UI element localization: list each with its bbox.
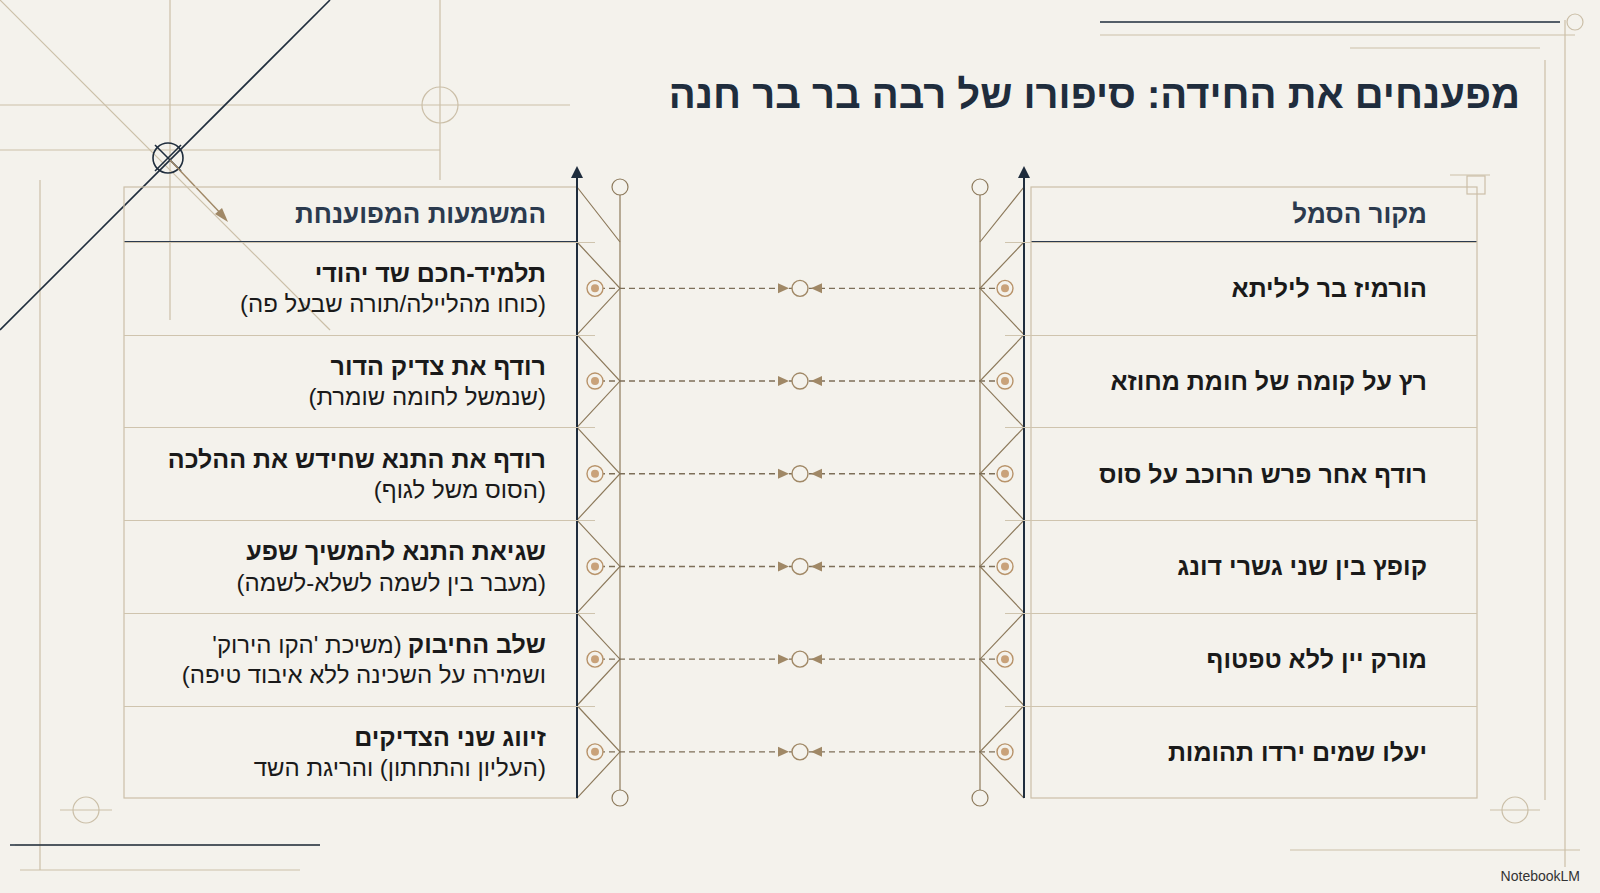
dashed-connector xyxy=(587,651,1013,667)
row-text: קופץ בין שני גשרי דונג xyxy=(1177,551,1427,582)
row-text: שלב החיבוק(משיכת 'הקו הירוק' ושמירה על ה… xyxy=(164,629,546,690)
row-title: שגיאת התנא להמשיך שפע xyxy=(246,537,546,565)
table-row: יעלו שמים ירדו תהומות xyxy=(1005,706,1477,799)
table-row: שגיאת התנא להמשיך שפע (מעבר בין לשמה לשלא… xyxy=(124,520,595,613)
table-row: רודף אחר פרש הרוכב על סוס xyxy=(1005,427,1477,520)
row-title: רודף את צדיק הדור xyxy=(330,352,546,380)
row-title: קופץ בין שני גשרי דונג xyxy=(1177,552,1427,580)
row-detail: (מעבר בין לשמה לשלא-לשמה) xyxy=(237,568,546,598)
dashed-connector xyxy=(587,744,1013,760)
row-title: רץ על קומה של חומת מחוזא xyxy=(1110,367,1427,395)
row-text: רודף אחר פרש הרוכב על סוס xyxy=(1099,459,1427,490)
dashed-connector xyxy=(587,280,1013,296)
row-text: רודף את צדיק הדור(שנמשל לחומה שומרת) xyxy=(308,351,546,412)
dashed-connector xyxy=(587,466,1013,482)
row-title: מורק יין ללא טפטוף xyxy=(1207,645,1427,673)
row-text: יעלו שמים ירדו תהומות xyxy=(1168,737,1427,768)
title: מפענחים את החידה: סיפורו של רבה בר בר חנ… xyxy=(669,72,1520,117)
row-title: הורמיז בר ליליתא xyxy=(1232,274,1427,302)
dashed-connector xyxy=(587,373,1013,389)
row-text: רץ על קומה של חומת מחוזא xyxy=(1110,366,1427,397)
column-header: המשמעות המפוענחת xyxy=(295,199,546,230)
row-text: הורמיז בר ליליתא xyxy=(1232,273,1427,304)
table-column: המשמעות המפוענחת תלמיד-חכם שד יהודי(כוחו … xyxy=(124,187,595,798)
row-text: זיווג שני הצדיקים(העליון והתחתון) והריגת… xyxy=(254,722,546,783)
row-title: תלמיד-חכם שד יהודי xyxy=(315,259,546,287)
row-title: רודף אחר פרש הרוכב על סוס xyxy=(1099,460,1427,488)
row-detail: (כוחו מהליילה/תורה שבעל פה) xyxy=(240,289,546,319)
table-row: זיווג שני הצדיקים(העליון והתחתון) והריגת… xyxy=(124,706,595,799)
watermark: NotebookLM xyxy=(1495,867,1586,885)
table-row: תלמיד-חכם שד יהודי(כוחו מהליילה/תורה שבע… xyxy=(124,242,595,335)
table-row: שלב החיבוק(משיכת 'הקו הירוק' ושמירה על ה… xyxy=(124,613,595,706)
table-column: מקור הסמל הורמיז בר ליליתא רץ על קומה של ח… xyxy=(1005,187,1477,798)
table-row: קופץ בין שני גשרי דונג xyxy=(1005,520,1477,613)
row-text: מורק יין ללא טפטוף xyxy=(1207,644,1427,675)
table-row: מורק יין ללא טפטוף xyxy=(1005,613,1477,706)
table-row: הורמיז בר ליליתא xyxy=(1005,242,1477,335)
table-row: רץ על קומה של חומת מחוזא xyxy=(1005,335,1477,428)
table-row: רודף את התנא שחידש את ההלכה(הסוס משל לגו… xyxy=(124,427,595,520)
row-text: רודף את התנא שחידש את ההלכה(הסוס משל לגו… xyxy=(168,444,546,505)
column-header: מקור הסמל xyxy=(1292,199,1427,230)
row-detail: (העליון והתחתון) והריגת השד xyxy=(254,753,546,783)
row-text: תלמיד-חכם שד יהודי(כוחו מהליילה/תורה שבע… xyxy=(240,258,546,319)
dashed-connector xyxy=(587,558,1013,574)
row-title: שלב החיבוק xyxy=(408,630,546,658)
row-title: יעלו שמים ירדו תהומות xyxy=(1168,738,1427,766)
row-detail: (הסוס משל לגוף) xyxy=(168,475,546,505)
row-text: שגיאת התנא להמשיך שפע (מעבר בין לשמה לשלא… xyxy=(237,536,546,597)
row-title: זיווג שני הצדיקים xyxy=(354,723,546,751)
table-row: רודף את צדיק הדור(שנמשל לחומה שומרת) xyxy=(124,335,595,428)
row-detail: (שנמשל לחומה שומרת) xyxy=(308,382,546,412)
row-title: רודף את התנא שחידש את ההלכה xyxy=(168,445,546,473)
